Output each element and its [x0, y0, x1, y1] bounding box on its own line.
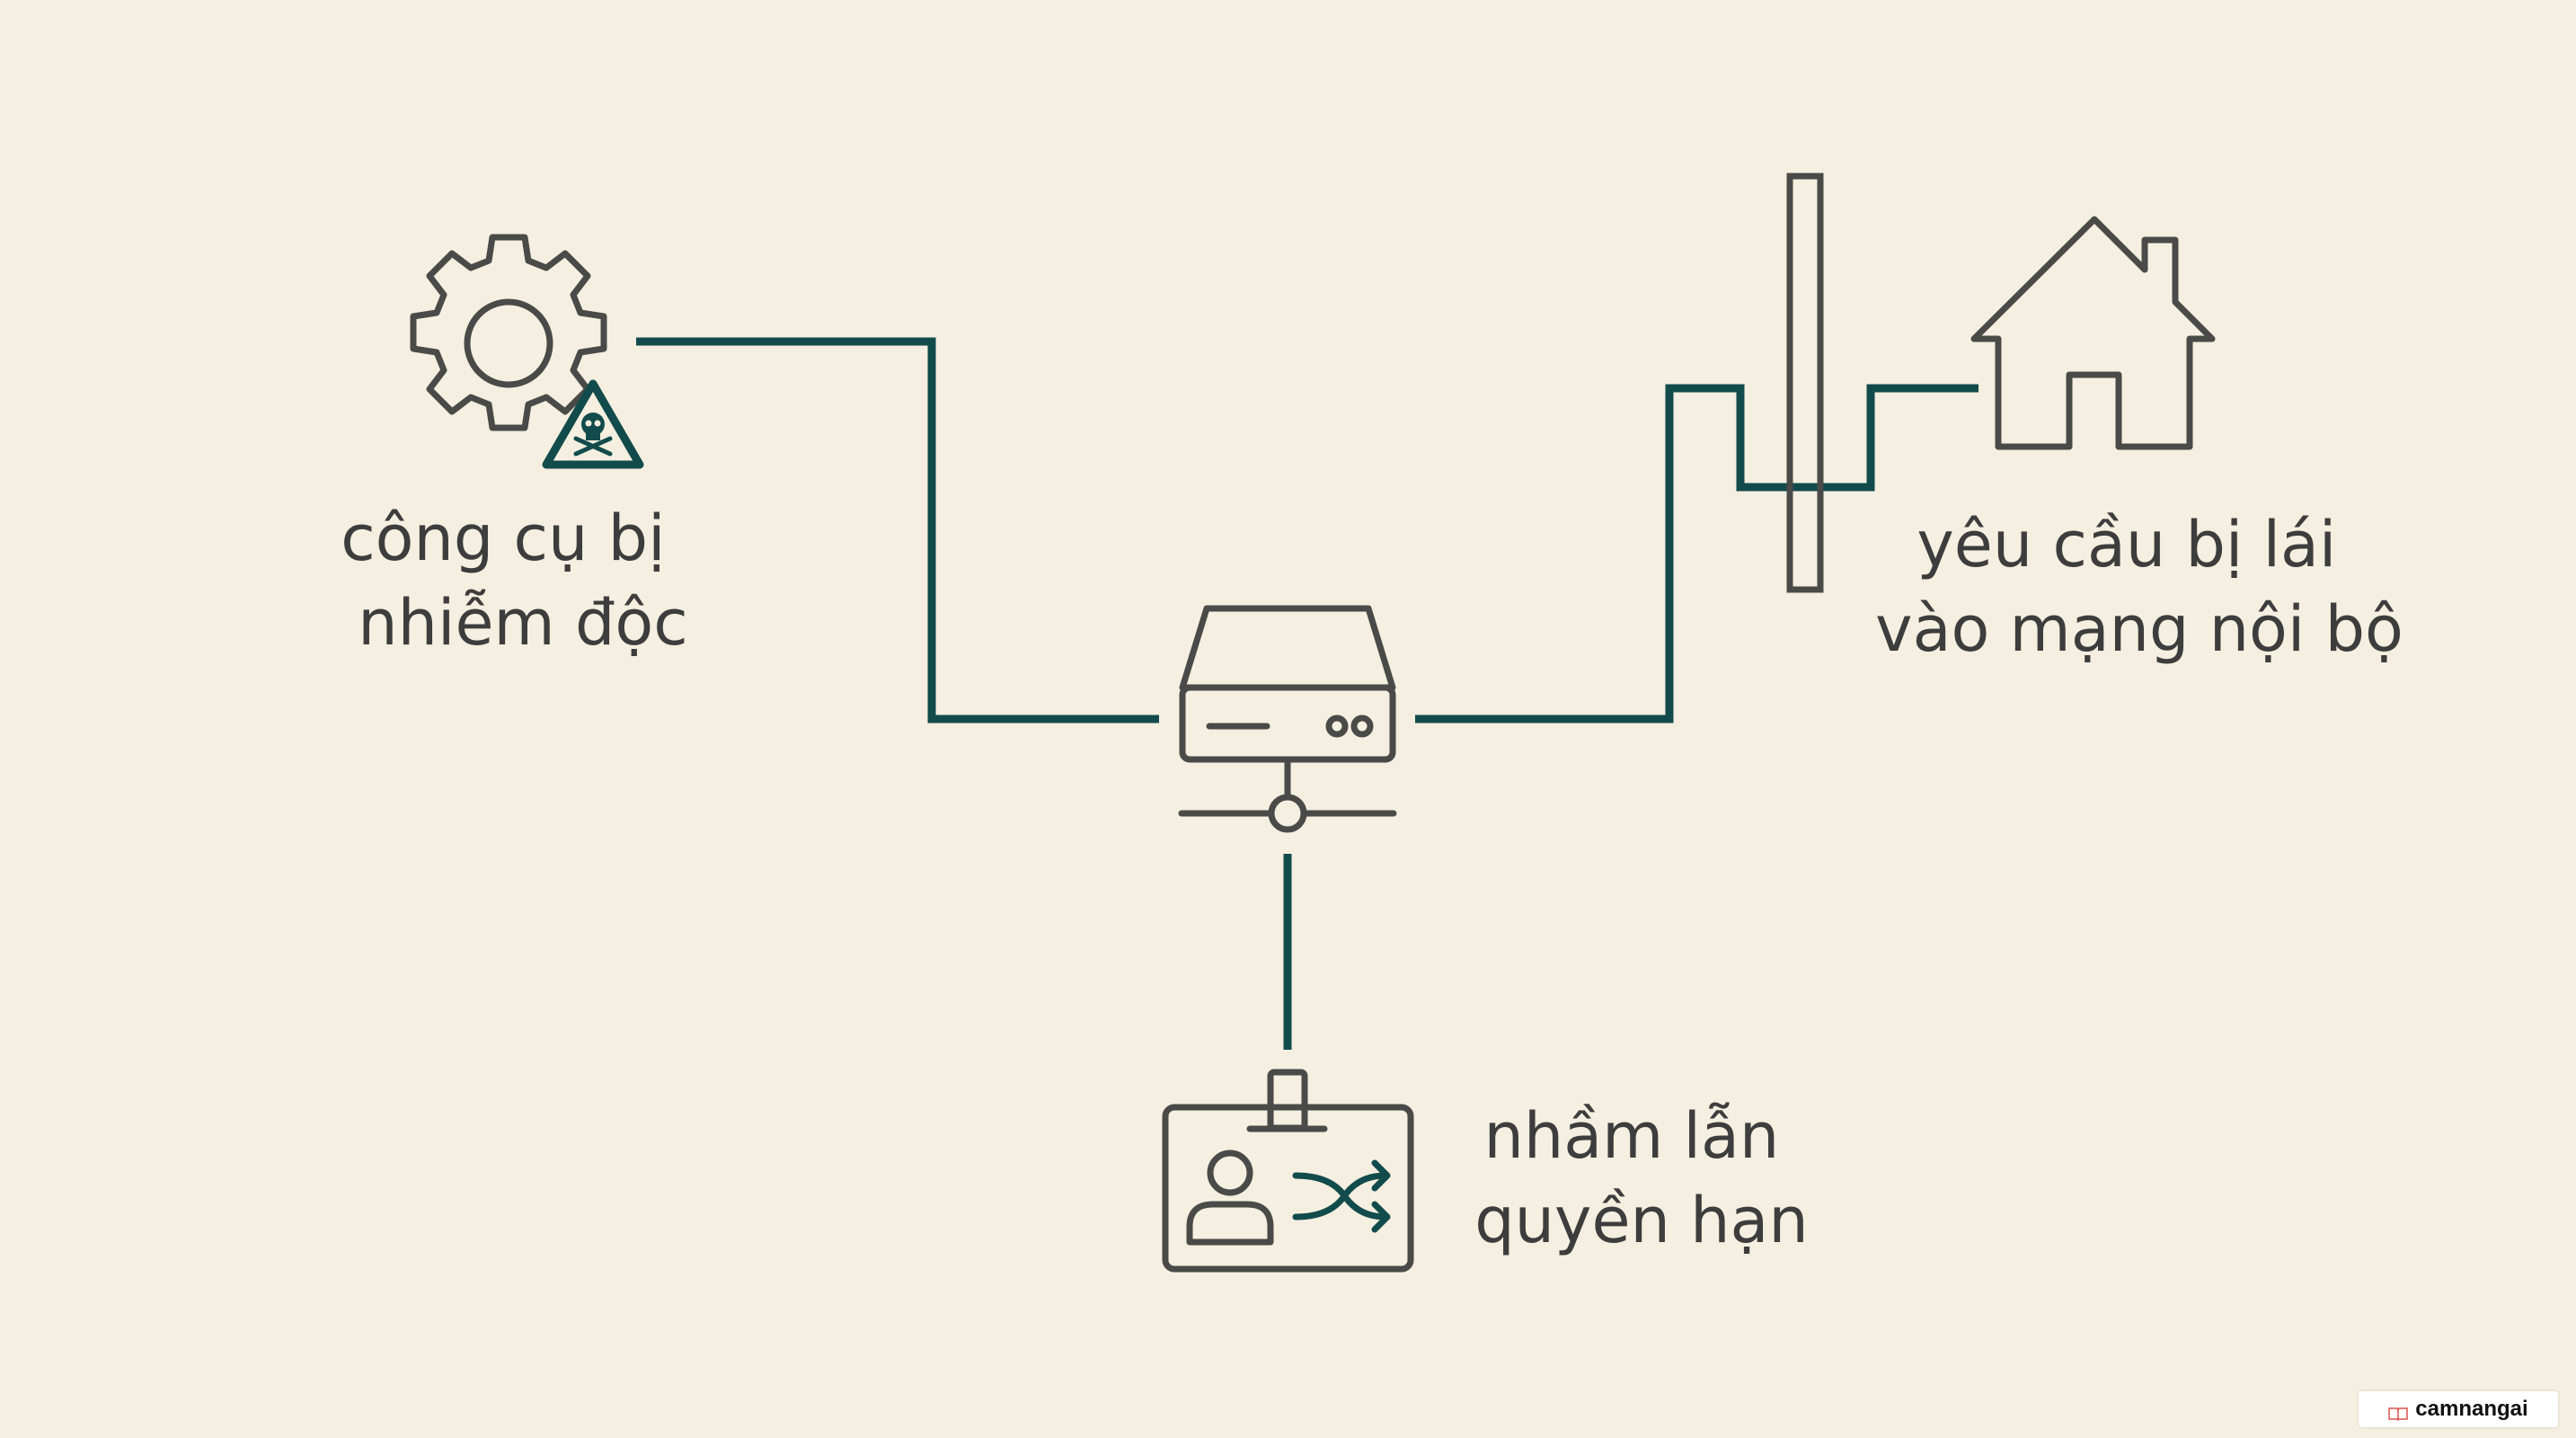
shuffle-icon [1292, 1159, 1391, 1233]
label-hijacked-request-line-2: vào mạng nội bộ [1875, 592, 2403, 666]
id-badge-icon [1162, 1069, 1414, 1273]
label-permission-confusion-line-2: quyền hạn [1474, 1184, 1809, 1257]
label-permission-confusion-line-1: nhầm lẫn [1483, 1099, 1779, 1173]
house-icon [1970, 216, 2216, 450]
label-poisoned-tool-line-2: nhiễm độc [358, 586, 687, 660]
connector-server-to-house [1415, 384, 1978, 723]
connector-tool-to-server [636, 337, 1159, 723]
book-icon [2388, 1402, 2409, 1422]
label-permission-confusion: nhầm lẫn quyền hạn [1474, 1099, 1809, 1257]
label-poisoned-tool-line-1: công cụ bị [341, 502, 665, 575]
label-hijacked-request: yêu cầu bị lái vào mạng nội bộ [1875, 508, 2403, 666]
watermark-badge: camnangai [2359, 1391, 2558, 1427]
firewall-wall-icon [1786, 173, 1824, 593]
label-hijacked-request-line-1: yêu cầu bị lái [1917, 508, 2336, 581]
connector-lines [636, 337, 1978, 1050]
watermark-text: camnangai [2415, 1397, 2528, 1421]
gear-icon [410, 234, 607, 431]
skull-warning-icon [542, 379, 644, 469]
label-poisoned-tool: công cụ bị nhiễm độc [341, 502, 688, 660]
server-icon [1178, 605, 1397, 833]
